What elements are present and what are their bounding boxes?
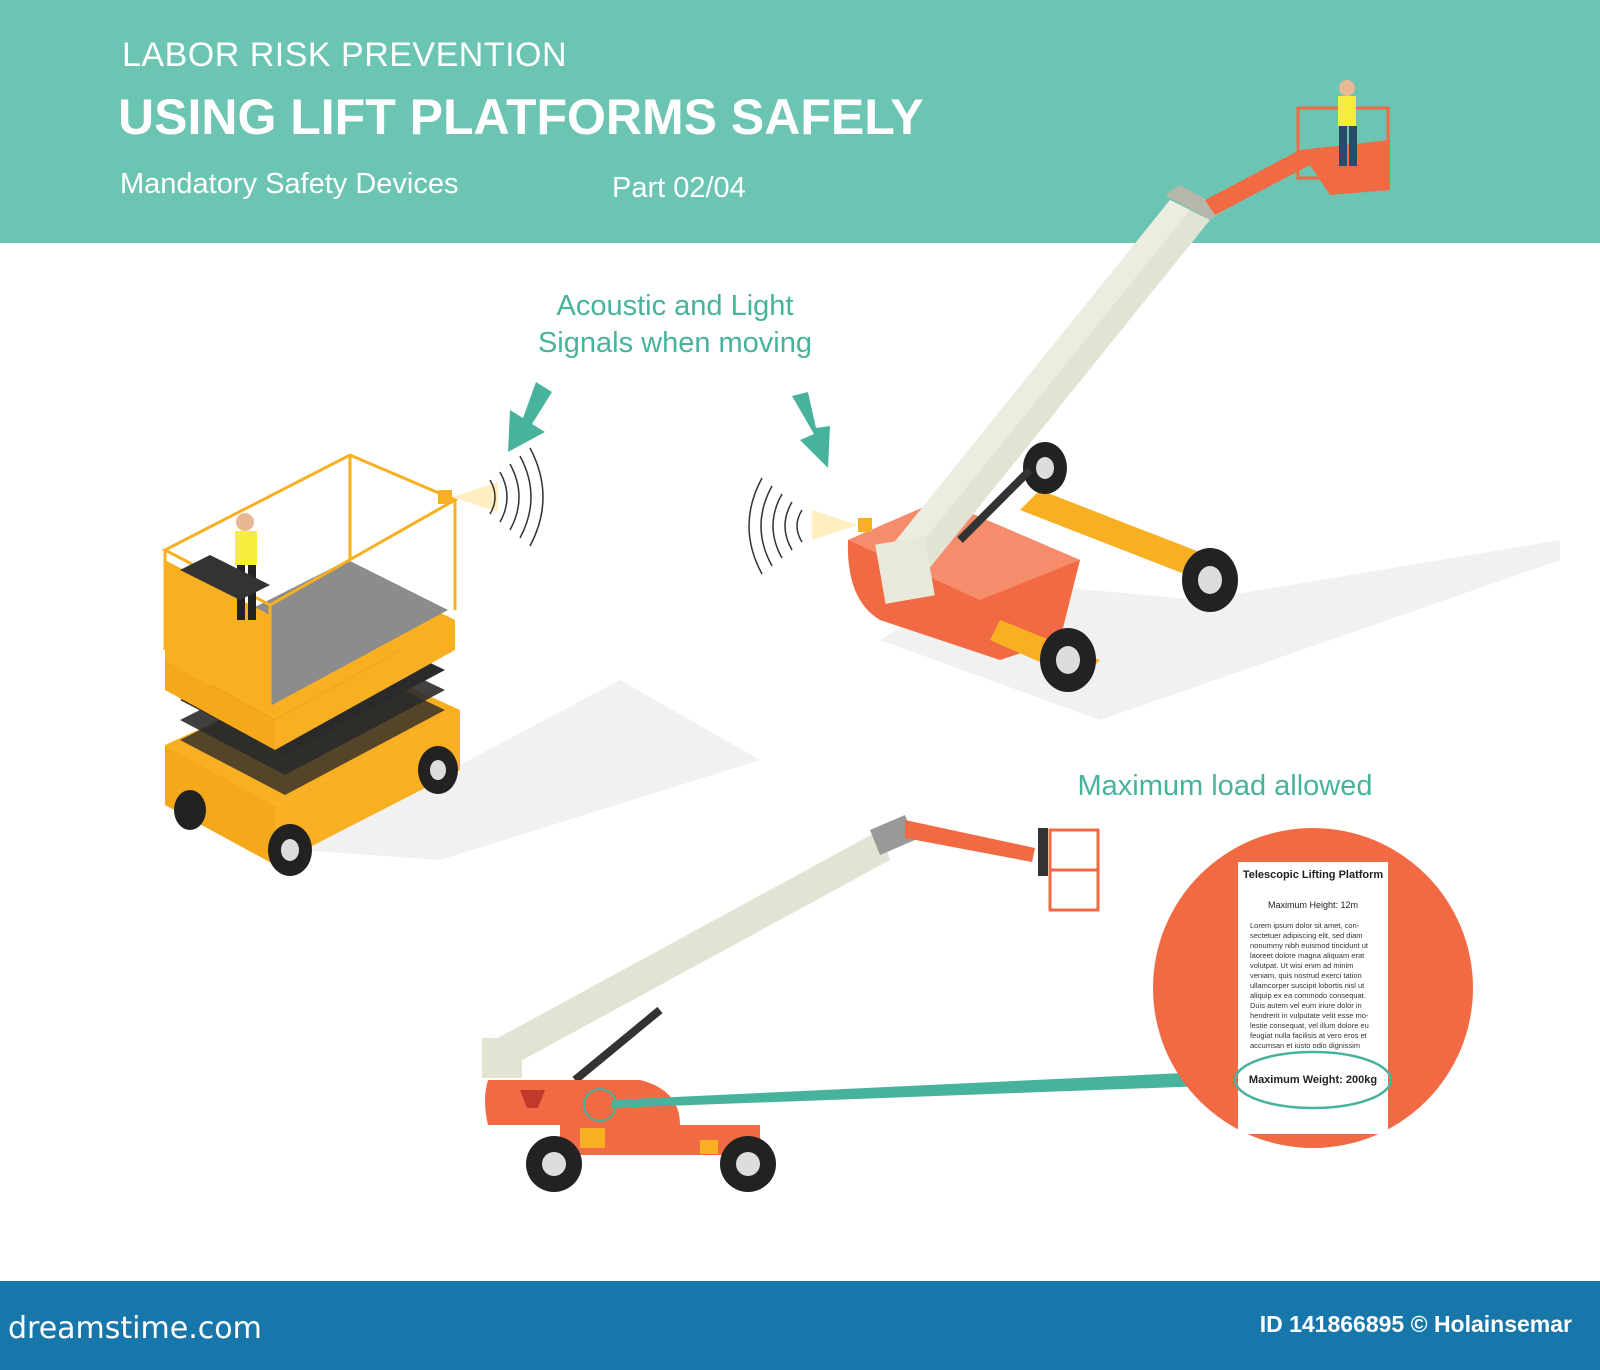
- wheel-icon: [1182, 548, 1238, 612]
- plate-body-line: Lorem ipsum dolor sit amet, con-: [1250, 921, 1360, 930]
- plate-body-line: feugiat nulla facilisis at vero eros et: [1250, 1031, 1368, 1040]
- wheel-icon: [526, 1136, 582, 1192]
- wheel-icon: [418, 746, 458, 794]
- sound-waves-icon: [748, 477, 803, 575]
- plate-body-line: sectetuer adipiscing elit, sed diam: [1250, 931, 1363, 940]
- load-plate-zoom: Telescopic Lifting Platform Maximum Heig…: [1153, 828, 1473, 1148]
- signals-callout-line2: Signals when moving: [537, 327, 813, 359]
- pointer-arrow-icon: [792, 392, 830, 468]
- page-title: USING LIFT PLATFORMS SAFELY: [118, 89, 924, 145]
- signals-callout-line1: Acoustic and Light: [556, 290, 794, 322]
- part-indicator: Part 02/04: [612, 172, 746, 204]
- sound-waves-icon: [489, 447, 544, 547]
- footer-bar: dreamstime.com ID 141866895 © Holainsema…: [0, 1281, 1600, 1370]
- plate-body-line: Duis autem vel eum iriure dolor in: [1250, 1001, 1362, 1010]
- plate-body-line: lestie consequat, vel illum dolore eu: [1250, 1021, 1369, 1030]
- wheel-icon: [174, 790, 206, 830]
- weight-highlight-ellipse: [1233, 1050, 1393, 1110]
- worker-figure-icon: [1338, 80, 1357, 166]
- plate-body-text: Lorem ipsum dolor sit amet, con-sectetue…: [1250, 921, 1369, 1050]
- footer-logo: dreamstime.com: [8, 1311, 262, 1346]
- plate-body-line: accumsan et iusto odio dignissim: [1250, 1041, 1360, 1050]
- plate-body-line: volutpat. Ut wisi enim ad minim: [1250, 961, 1353, 970]
- plate-max-weight: Maximum Weight: 200kg: [1249, 1074, 1377, 1086]
- platform-basket-icon: [1048, 828, 1100, 912]
- plate-body-line: nonummy nibh euismod tincidunt ut: [1250, 941, 1369, 950]
- scissor-lift-illustration: [161, 447, 760, 876]
- wheel-icon: [1040, 628, 1096, 692]
- wheel-icon: [268, 824, 312, 876]
- header-kicker: LABOR RISK PREVENTION: [122, 36, 568, 74]
- footer-image-id: ID 141866895 © Holainsemar: [1259, 1311, 1572, 1337]
- warning-beacon-icon: [438, 482, 498, 512]
- pointer-arrow-icon: [508, 382, 552, 452]
- plate-title: Telescopic Lifting Platform: [1243, 869, 1384, 881]
- plate-body-line: laoreet dolore magna aliquam erat: [1250, 951, 1365, 960]
- header-subtitle: Mandatory Safety Devices: [120, 168, 459, 200]
- max-load-callout: Maximum load allowed: [1077, 770, 1373, 802]
- plate-body-line: ullamcorper suscipit lobortis nisl ut: [1250, 981, 1365, 990]
- plate-body-line: hendrerit in vulputate velit esse mo-: [1250, 1011, 1369, 1020]
- articulated-boom-lift-illustration: [748, 80, 1560, 720]
- plate-body-line: aliquip ex ea commodo consequat.: [1250, 991, 1366, 1000]
- telescopic-boom-lift-illustration: [482, 815, 1232, 1192]
- pointer-arrow-icon: [612, 1065, 1232, 1108]
- header-band: LABOR RISK PREVENTION USING LIFT PLATFOR…: [0, 0, 1600, 243]
- wheel-icon: [720, 1136, 776, 1192]
- warning-beacon-icon: [812, 510, 872, 540]
- plate-max-height: Maximum Height: 12m: [1268, 900, 1358, 910]
- signals-callout: Acoustic and Light Signals when moving: [500, 288, 850, 362]
- plate-body-line: veniam, quis nostrud exerci tation: [1250, 971, 1362, 980]
- wheel-icon: [1023, 442, 1067, 494]
